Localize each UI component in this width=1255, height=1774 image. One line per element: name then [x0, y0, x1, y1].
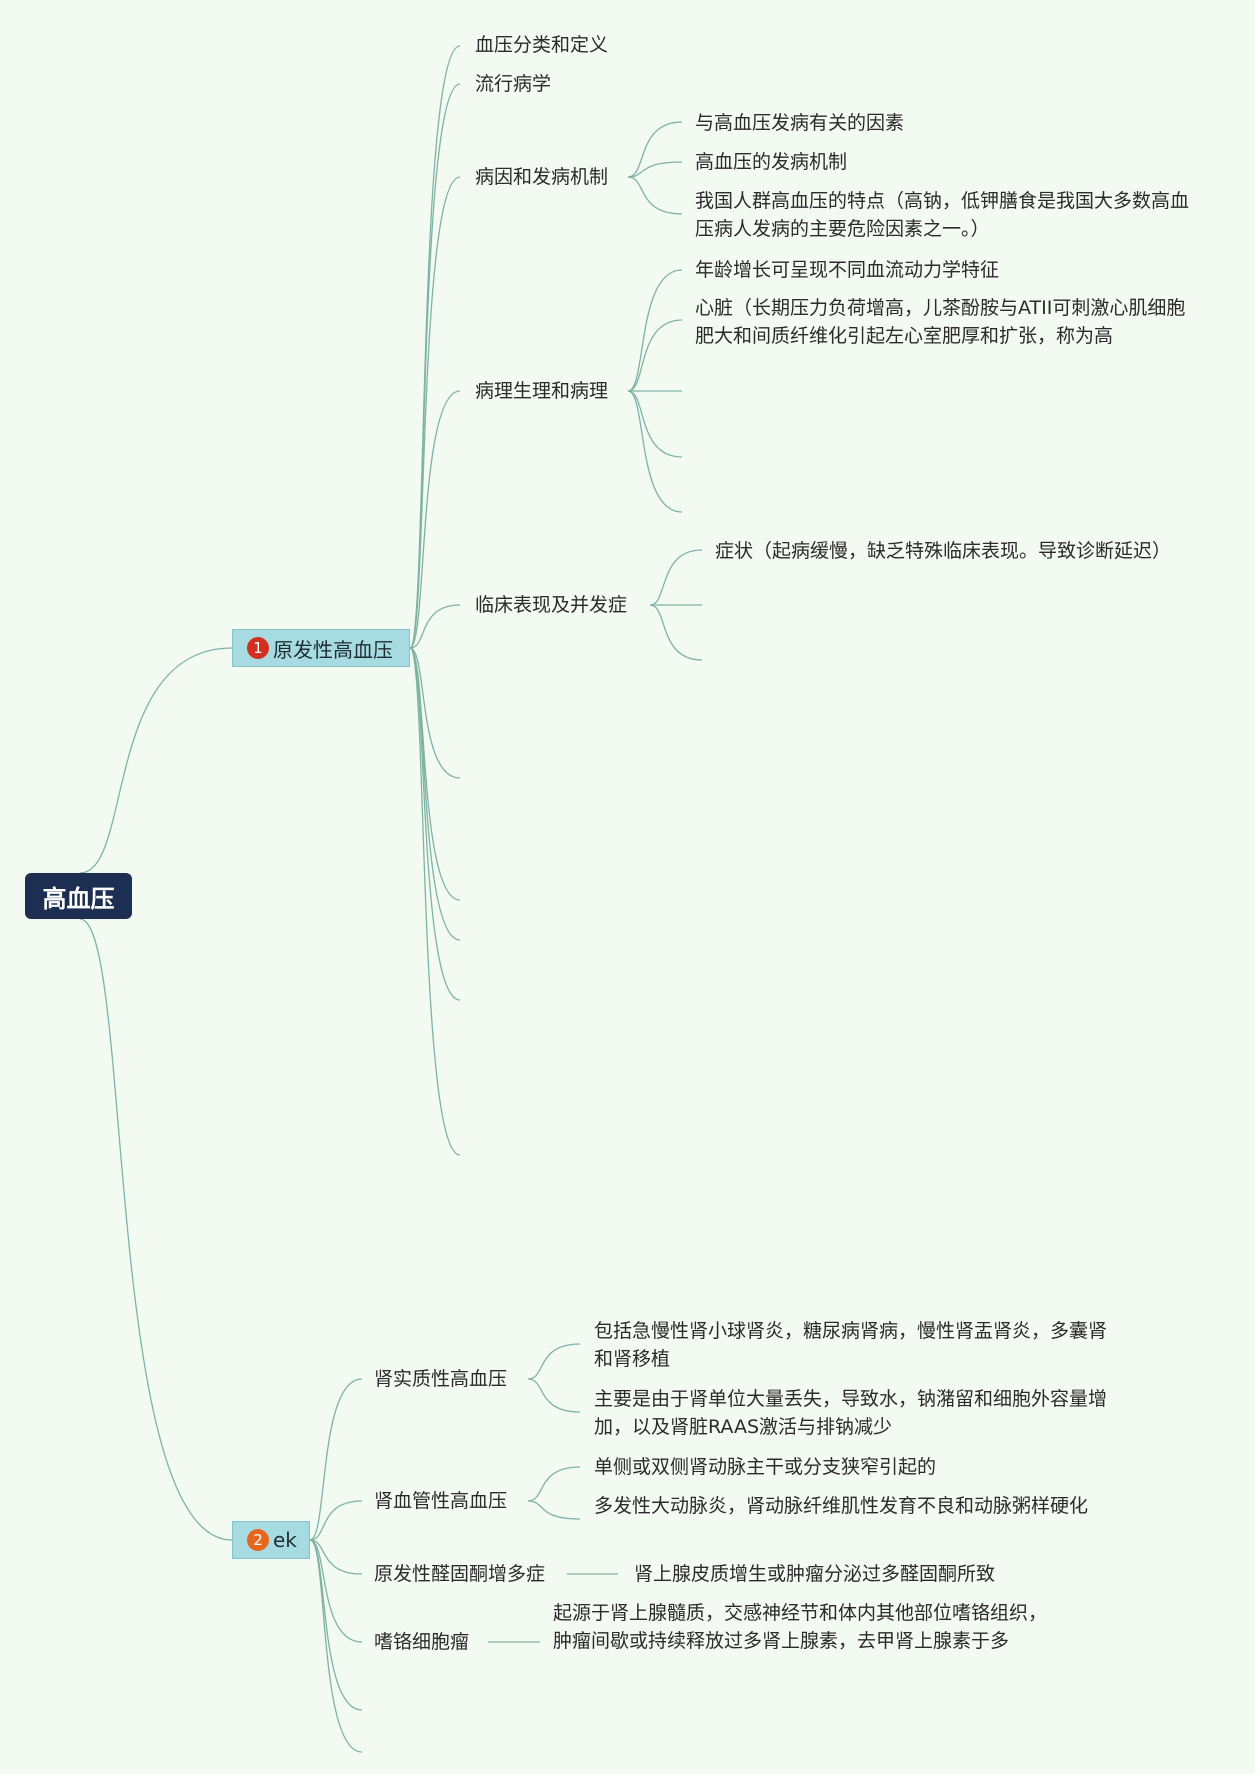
link-renovascular-0: [527, 1466, 581, 1502]
connector-lines: [79, 45, 703, 1753]
link-clinical-0: [649, 549, 703, 606]
topic-bp-classification[interactable]: 血压分类和定义: [475, 34, 609, 56]
topic-aldosteronism[interactable]: 原发性醛固酮增多症: [374, 1563, 546, 1585]
link-branch2-3: [309, 1539, 363, 1643]
root-node[interactable]: 高血压: [25, 873, 132, 919]
link-root-branch1: [79, 647, 233, 874]
link-branch2-0: [309, 1378, 363, 1541]
leaf-renal-parenchymal-2[interactable]: 主要是由于肾单位大量丢失，导致水，钠潴留和细胞外容量增加，以及肾脏RAAS激活与…: [594, 1388, 1108, 1438]
link-patho-0: [627, 269, 683, 392]
link-root-branch2: [79, 918, 233, 1541]
link-clinical-2: [649, 604, 703, 661]
branch-primary-hypertension[interactable]: 1 原发性高血压: [232, 629, 410, 667]
link-parenchymal-1: [527, 1378, 581, 1413]
topic-clinical[interactable]: 临床表现及并发症: [475, 594, 628, 616]
branch-label: ek: [273, 1528, 297, 1552]
priority-2-icon: 2: [247, 1529, 269, 1551]
priority-1-icon: 1: [247, 637, 269, 659]
link-etiology-2: [627, 176, 683, 215]
link-etiology-0: [627, 121, 683, 178]
topic-etiology[interactable]: 病因和发病机制: [475, 166, 609, 188]
branch-secondary-hypertension[interactable]: 2 ek: [232, 1521, 310, 1559]
branch-label: 原发性高血压: [273, 637, 393, 662]
leaf-etiology-mechanism[interactable]: 高血压的发病机制: [695, 151, 848, 173]
topic-renovascular[interactable]: 肾血管性高血压: [374, 1490, 508, 1512]
leaf-pheochromocytoma[interactable]: 起源于肾上腺髓质，交感神经节和体内其他部位嗜铬组织，肿瘤间歇或持续释放过多肾上腺…: [553, 1602, 1048, 1652]
topic-pheochromocytoma[interactable]: 嗜铬细胞瘤: [374, 1631, 470, 1653]
leaf-patho-heart[interactable]: 心脏（长期压力负荷增高，儿茶酚胺与ATII可刺激心肌细胞肥大和间质纤维化引起左心…: [695, 297, 1186, 347]
link-etiology-1: [627, 161, 683, 178]
leaf-renovascular-2[interactable]: 多发性大动脉炎，肾动脉纤维肌性发育不良和动脉粥样硬化: [594, 1495, 1089, 1517]
link-branch1-2: [409, 176, 461, 649]
link-parenchymal-0: [527, 1343, 581, 1380]
leaf-etiology-china[interactable]: 我国人群高血压的特点（高钠，低钾膳食是我国大多数高血压病人发病的主要危险因素之一…: [695, 190, 1190, 240]
link-branch2-1: [309, 1500, 363, 1541]
topic-epidemiology[interactable]: 流行病学: [475, 73, 552, 95]
link-branch2-5: [309, 1539, 363, 1753]
leaf-aldosteronism[interactable]: 肾上腺皮质增生或肿瘤分泌过多醛固酮所致: [634, 1563, 996, 1585]
link-branch1-8: [409, 647, 461, 1001]
link-branch1-9: [409, 647, 461, 1156]
leaf-renovascular-1[interactable]: 单侧或双侧肾动脉主干或分支狭窄引起的: [594, 1456, 937, 1478]
link-branch1-5: [409, 647, 461, 779]
leaf-renal-parenchymal-1[interactable]: 包括急慢性肾小球肾炎，糖尿病肾病，慢性肾盂肾炎，多囊肾和肾移植: [594, 1320, 1108, 1370]
topic-renal-parenchymal[interactable]: 肾实质性高血压: [374, 1368, 508, 1390]
link-patho-3: [627, 390, 683, 458]
topic-pathophysiology[interactable]: 病理生理和病理: [475, 380, 609, 402]
link-branch1-1: [409, 83, 461, 649]
leaf-clinical-symptoms[interactable]: 症状（起病缓慢，缺乏特殊临床表现。导致诊断延迟）: [715, 540, 1172, 562]
link-branch2-4: [309, 1539, 363, 1711]
link-renovascular-1: [527, 1500, 581, 1520]
link-patho-1: [627, 319, 683, 392]
link-branch1-4: [409, 604, 461, 649]
link-branch2-2: [309, 1539, 363, 1575]
leaf-patho-age[interactable]: 年龄增长可呈现不同血流动力学特征: [695, 259, 1000, 281]
link-patho-4: [627, 390, 683, 513]
link-branch1-0: [409, 45, 461, 649]
leaf-etiology-factors[interactable]: 与高血压发病有关的因素: [695, 112, 905, 134]
link-branch1-3: [409, 390, 461, 649]
